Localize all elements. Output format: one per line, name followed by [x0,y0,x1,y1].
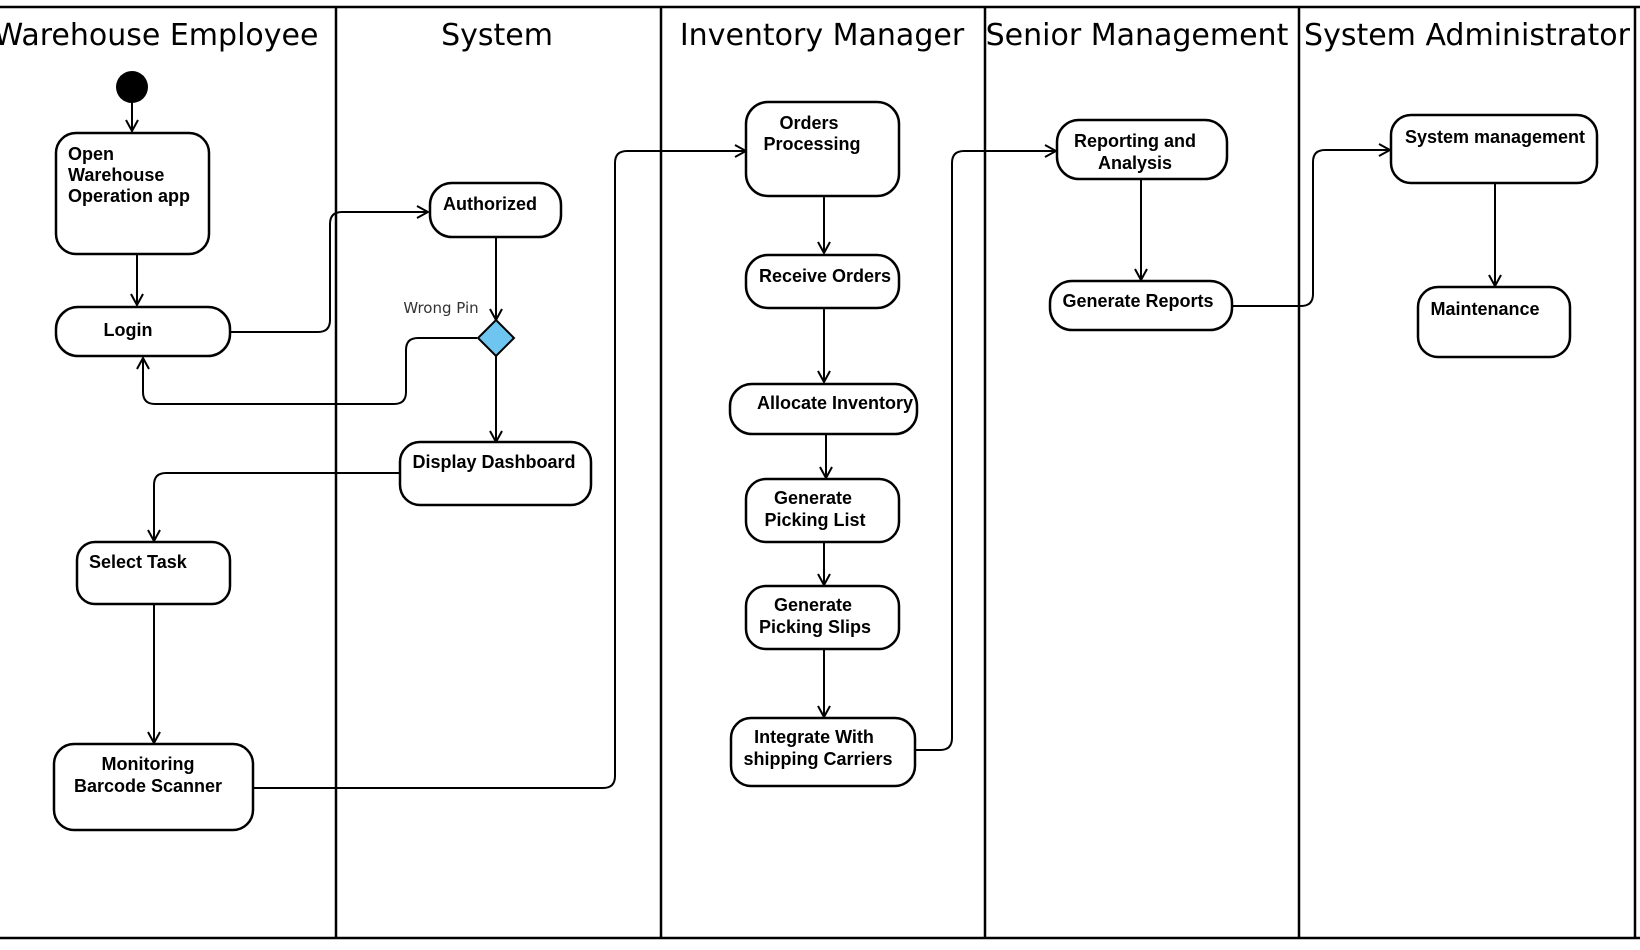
wrong-pin-guard-label: Wrong Pin [403,299,478,317]
svg-text:Maintenance: Maintenance [1430,299,1539,319]
flow-integrate-to-reporting [915,151,1056,751]
svg-text:Allocate Inventory: Allocate Inventory [757,393,913,413]
lane-title-warehouse-employee: Warehouse Employee [0,18,318,53]
lane-title-inventory-manager: Inventory Manager [680,18,965,53]
initial-node [116,71,148,103]
node-system-management[interactable]: System management [1389,113,1599,185]
node-allocate-inventory[interactable]: Allocate Inventory [728,382,919,436]
node-receive-orders[interactable]: Receive Orders [744,253,901,310]
svg-text:Display Dashboard: Display Dashboard [412,452,575,472]
lane-title-system-administrator: System Administrator [1304,18,1631,53]
flow-dashboard-to-select-task [154,472,400,541]
node-display-dashboard[interactable]: Display Dashboard [398,440,593,507]
flow-monitoring-to-orders [253,151,746,789]
node-generate-reports[interactable]: Generate Reports [1048,279,1234,332]
flow-wrong-pin-to-login [143,337,477,405]
svg-text:System management: System management [1405,127,1585,147]
lane-title-system: System [441,18,553,53]
svg-text:Generate Reports: Generate Reports [1062,291,1213,311]
node-login[interactable]: Login [54,305,232,358]
node-authorized[interactable]: Authorized [428,181,563,239]
flow-reports-to-system-management [1232,150,1390,307]
node-maintenance[interactable]: Maintenance [1416,285,1572,359]
svg-text:Authorized: Authorized [443,194,537,214]
decision-diamond [476,318,516,358]
svg-text:Receive Orders: Receive Orders [759,266,891,286]
node-select-task[interactable]: Select Task [75,540,232,606]
svg-text:Login: Login [104,320,153,340]
flow-edges [132,102,1495,789]
flow-login-to-authorized [230,212,428,333]
lane-title-senior-management: Senior Management [986,18,1289,53]
svg-text:Select Task: Select Task [89,552,188,572]
